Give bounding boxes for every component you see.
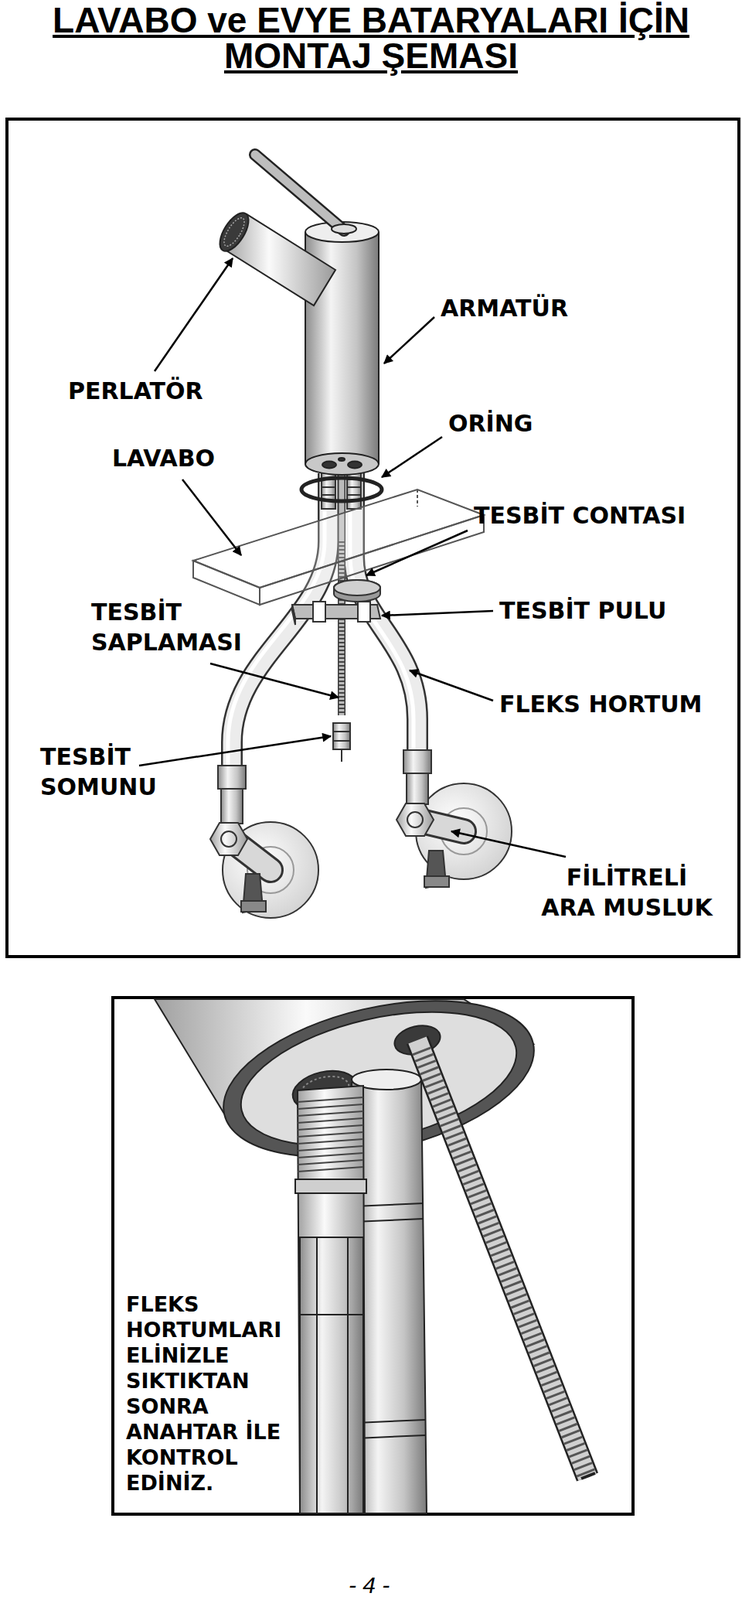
faucet-body <box>255 154 344 231</box>
basin-plate <box>416 489 419 507</box>
stud-detail <box>421 1049 588 1477</box>
page-number: - 4 - <box>348 1572 390 1597</box>
part-label: TESBİT SAPLAMASI <box>91 596 242 657</box>
mounting-washer <box>357 601 371 622</box>
mounting-nut <box>333 730 351 732</box>
hose-detail <box>355 1434 426 1438</box>
faucet-body <box>305 452 379 475</box>
mounting-gasket <box>333 579 381 596</box>
hose-fitting <box>321 493 336 496</box>
faucet-body <box>338 457 345 461</box>
flex-hose <box>231 473 329 770</box>
stud-detail <box>581 1472 596 1478</box>
o-ring <box>301 477 382 501</box>
part-label: ORİNG <box>448 408 534 439</box>
mounting-gasket <box>333 579 381 602</box>
stud-detail <box>417 1039 596 1478</box>
threaded-fitting <box>299 1313 364 1315</box>
hose-fitting <box>403 749 432 773</box>
faucet-body <box>220 214 249 249</box>
angle-valve <box>241 900 266 912</box>
basin-plate <box>193 560 260 605</box>
mounting-nut <box>333 739 351 742</box>
leader-line <box>366 530 468 576</box>
flex-hose <box>231 473 329 770</box>
basin-plate <box>259 514 484 605</box>
hose-detail <box>355 1419 426 1423</box>
part-label: FLEKS HORTUM <box>499 688 702 719</box>
part-label: ARMATÜR <box>440 292 569 324</box>
angle-valve <box>210 772 450 913</box>
angle-valve <box>407 811 423 828</box>
angle-valve <box>424 875 450 887</box>
leader-line <box>154 258 233 371</box>
panel-frame <box>112 997 634 1514</box>
mounting-washer <box>292 604 296 625</box>
mounting-washer <box>313 601 326 622</box>
threaded-fitting <box>299 1236 364 1513</box>
threaded-fitting <box>316 1236 318 1513</box>
hose-fitting <box>347 493 361 496</box>
panel-frame <box>6 119 739 957</box>
threaded-fitting <box>297 1096 364 1171</box>
angle-valve <box>396 803 434 836</box>
angle-valve <box>210 822 248 855</box>
note-text: FLEKS HORTUMLARI ELİNİZLE SIKTIKTAN SONR… <box>125 1290 283 1495</box>
flex-hose <box>228 473 325 770</box>
leader-line <box>409 670 494 701</box>
part-label: PERLATÖR <box>68 375 204 406</box>
faucet-body <box>377 231 380 464</box>
threaded-fitting <box>295 1085 367 1513</box>
angle-valve <box>406 772 429 804</box>
threaded-fitting <box>347 1236 349 1513</box>
mounting-nut <box>340 748 343 762</box>
wall-rosette <box>222 782 512 918</box>
threaded-fitting <box>295 1178 367 1193</box>
leader-line <box>384 316 435 364</box>
part-label: TESBİT CONTASI <box>473 500 686 531</box>
mounting-nut <box>333 722 351 762</box>
faucet-body <box>322 461 337 469</box>
part-label: TESBİT SOMUNU <box>40 741 157 802</box>
leader-line <box>210 663 339 698</box>
mounting-gasket <box>333 579 381 602</box>
mounting-washer <box>292 601 381 625</box>
faucet-body <box>331 224 357 234</box>
part-label: TESBİT PULU <box>499 595 667 626</box>
faucet-body <box>347 461 362 469</box>
basin-plate <box>193 489 484 605</box>
part-label: FİLİTRELİ ARA MUSLUK <box>541 861 713 923</box>
hose-fitting <box>321 486 336 488</box>
threaded-fitting <box>297 1085 365 1513</box>
title: LAVABO ve EVYE BATARYALARI İÇİN MONTAJ Ş… <box>23 2 719 74</box>
stud-detail <box>417 1039 588 1477</box>
part-label: LAVABO <box>112 442 215 474</box>
stud-detail <box>417 1039 588 1477</box>
leader-line <box>182 479 242 555</box>
angle-valve <box>221 830 237 847</box>
mounting-nut <box>333 722 351 749</box>
leader-line <box>139 258 566 857</box>
leader-line <box>381 610 494 616</box>
faucet-body <box>214 154 379 475</box>
hose-fitting <box>217 765 246 789</box>
faucet-body <box>305 221 379 242</box>
faucet-body <box>214 207 255 256</box>
hose-fitting <box>347 486 361 488</box>
faucet-body <box>255 154 344 231</box>
leader-line <box>139 735 331 766</box>
leader-line <box>381 436 443 477</box>
leader-line <box>451 830 566 857</box>
angle-valve <box>221 788 243 824</box>
